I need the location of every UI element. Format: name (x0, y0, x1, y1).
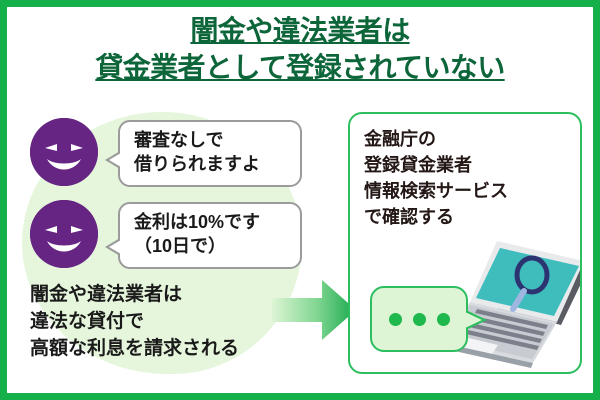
bubble-2-line-2: （10日で） (134, 235, 227, 256)
panel-line-4: で確認する (364, 207, 454, 228)
villain-face-icon-1 (30, 118, 98, 186)
left-caption: 闇金や違法業者は 違法な貸付で 高額な利息を請求される (30, 282, 320, 363)
page-title: 闇金や違法業者は 貸金業者として登録されていない (0, 13, 600, 87)
bubble-tail-fill-1 (109, 153, 121, 167)
panel-line-2: 登録貸金業者 (364, 155, 472, 176)
dot-2 (412, 312, 426, 326)
villain-face-icon-2 (30, 200, 98, 268)
panel-line-1: 金融庁の (364, 129, 436, 149)
dot-3 (436, 312, 450, 326)
caption-line-3: 高額な利息を請求される (30, 337, 240, 359)
bubble-1-line-1: 審査なしで (134, 130, 224, 150)
title-line-2: 貸金業者として登録されていない (95, 51, 505, 83)
villain-speech-bubble-1: 審査なしで 借りられますよ (105, 120, 302, 187)
bubble-1-line-2: 借りられますよ (134, 153, 260, 174)
caption-line-1: 闇金や違法業者は (30, 284, 183, 305)
action-panel: 金融庁の 登録貸金業者 情報検索サービス で確認する (348, 112, 582, 374)
laptop-icon (440, 239, 580, 371)
right-arrow-icon (272, 278, 356, 342)
loading-dots-bubble (370, 286, 487, 352)
panel-line-3: 情報検索サービス (364, 181, 508, 202)
dots-bubble-tail-fill (465, 312, 482, 328)
dot-1 (388, 312, 402, 326)
panel-instruction-text: 金融庁の 登録貸金業者 情報検索サービス で確認する (364, 126, 508, 230)
bubble-tail-fill-2 (109, 240, 121, 254)
bubble-2-line-1: 金利は10%です (134, 212, 261, 232)
title-line-1: 闇金や違法業者は (190, 15, 410, 46)
caption-line-2: 違法な貸付で (30, 310, 145, 332)
villain-speech-bubble-2: 金利は10%です （10日で） (105, 202, 302, 269)
